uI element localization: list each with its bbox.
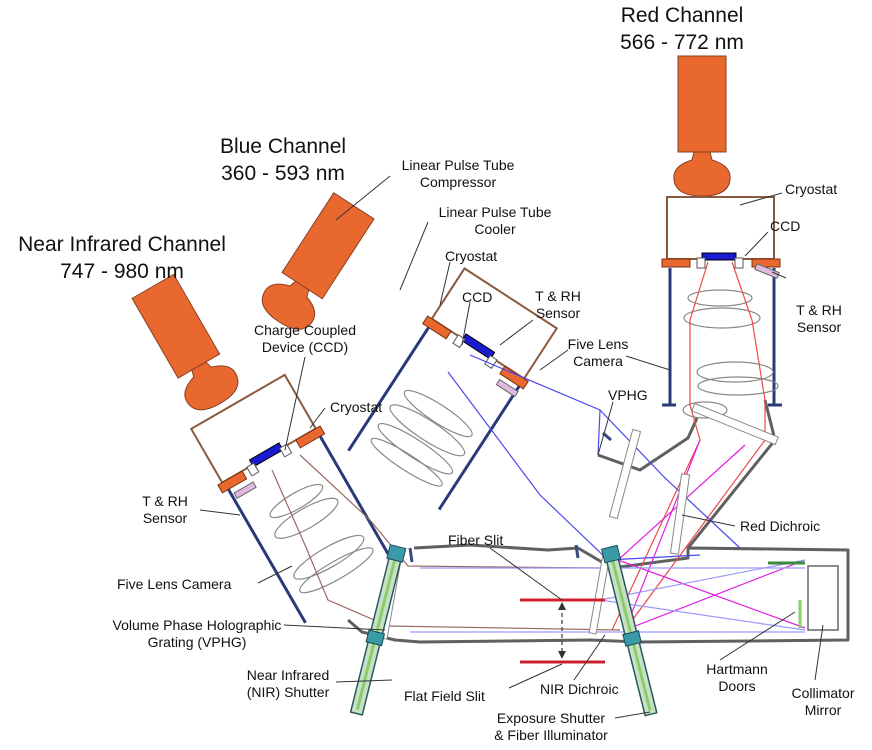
nir-channel-assembly [131,273,621,640]
exposure-shutter-label-line1: Exposure Shutter [496,710,606,726]
ccd-blue-label: CCD [462,289,493,305]
nir-shutter-label-line2: (NIR) Shutter [246,684,330,700]
collimator-mirror [807,565,839,631]
blue-channel-assembly [261,192,741,561]
nir-lenses [269,483,374,594]
flat-field-slit-label: Flat Field Slit [404,688,485,704]
nir-dichroic [588,553,611,635]
red-vphg [691,402,779,446]
nir-camera-tube [227,435,399,624]
red-channel-title: Red Channel 566 - 772 nm [612,2,752,56]
trh-nir-label-line1: T & RH [142,493,188,509]
ccd-red-label: CCD [770,218,801,234]
blue-beam [447,354,741,561]
compressor-label: Linear Pulse Tube Compressor [382,157,534,191]
vphg-blue-label: VPHG [608,387,648,403]
blue-vphg [608,428,642,520]
collimator-label-line2: Mirror [804,702,842,718]
red-lenses [682,289,779,419]
vphg-full-label-line1: Volume Phase Holographic [112,617,282,633]
nir-channel-title: Near Infrared Channel 747 - 980 nm [0,231,244,285]
nir-beam [271,454,621,631]
red-trh-sensor [754,263,780,279]
ccd-nir-label-line2: Device (CCD) [261,339,349,355]
nir-ccd [248,442,284,468]
vphg-full-label-line2: Grating (VPHG) [147,634,247,650]
trh-red-label-line2: Sensor [796,319,842,335]
nir-trh-sensor [233,481,257,499]
nir-shutter-label-line1: Near Infrared [246,667,330,683]
cryostat-nir-label: Cryostat [330,399,383,415]
ccd-nir-label-line1: Charge Coupled [254,322,356,338]
cooler-label-line2: Cooler [474,221,516,237]
red-channel-assembly [611,55,782,631]
red-compressor [677,55,727,153]
fiber-slit-label: Fiber Slit [448,532,504,548]
ccd-nir-label: Charge Coupled Device (CCD) [238,322,372,356]
red-channel-range: 566 - 772 nm [620,31,744,54]
cooler-label-line1: Linear Pulse Tube [438,204,552,220]
nir-shutter-label: Near Infrared (NIR) Shutter [236,667,340,701]
blue-cooler [261,280,316,330]
hartmann-doors-label: Hartmann Doors [700,661,774,695]
collimator-label-line1: Collimator [791,685,855,701]
nir-shutter [349,544,407,716]
compressor-label-line2: Compressor [419,174,497,190]
five-lens-blue-label-line2: Camera [573,353,623,369]
cryostat-blue-label: Cryostat [445,248,498,264]
red-channel-name: Red Channel [620,4,744,27]
five-lens-blue-label-line1: Five Lens [567,336,629,352]
trh-blue-label-line2: Sensor [535,305,581,321]
blue-trh-sensor [495,378,519,398]
trh-nir-label-line2: Sensor [142,510,188,526]
five-lens-nir-label: Five Lens Camera [117,576,232,592]
enclosure-stubs [408,431,612,563]
hartmann-label-line2: Doors [718,678,756,694]
nir-cooler [184,361,239,411]
red-camera-tube [668,268,776,405]
red-dichroic [669,473,691,555]
blue-channel-range: 360 - 593 nm [221,162,345,185]
red-ccd [701,252,737,261]
vphg-full-label: Volume Phase Holographic Grating (VPHG) [105,617,289,651]
nir-dichroic-label: NIR Dichroic [540,681,619,697]
red-cryostat [666,196,775,260]
blue-channel-name: Blue Channel [219,135,347,158]
cooler-label: Linear Pulse Tube Cooler [418,204,572,238]
nir-channel-range: 747 - 980 nm [60,260,184,283]
compressor-label-line1: Linear Pulse Tube [401,157,515,173]
hartmann-label-line1: Hartmann [706,661,768,677]
trh-red-label-line1: T & RH [796,302,842,318]
red-dichroic-label: Red Dichroic [740,518,821,534]
blue-channel-title: Blue Channel 360 - 593 nm [203,133,363,187]
collimator-mirror-label: Collimator Mirror [786,685,860,719]
leader-lines [199,175,824,719]
red-beam [611,261,766,631]
trh-blue-label: T & RH Sensor [525,288,591,322]
nir-channel-name: Near Infrared Channel [18,233,226,256]
red-cooler [673,151,731,197]
trh-blue-label-line1: T & RH [535,288,581,304]
blue-camera-tube [347,326,521,511]
trh-nir-label: T & RH Sensor [132,493,198,527]
five-lens-blue-label: Five Lens Camera [560,336,636,370]
exposure-shutter-label-line2: & Fiber Illuminator [494,727,608,743]
blue-lenses [370,389,473,487]
cryostat-red-label: Cryostat [785,181,838,197]
trh-red-label: T & RH Sensor [786,302,852,336]
exposure-shutter-label: Exposure Shutter & Fiber Illuminator [478,710,624,744]
exposure-shutter [600,544,658,717]
